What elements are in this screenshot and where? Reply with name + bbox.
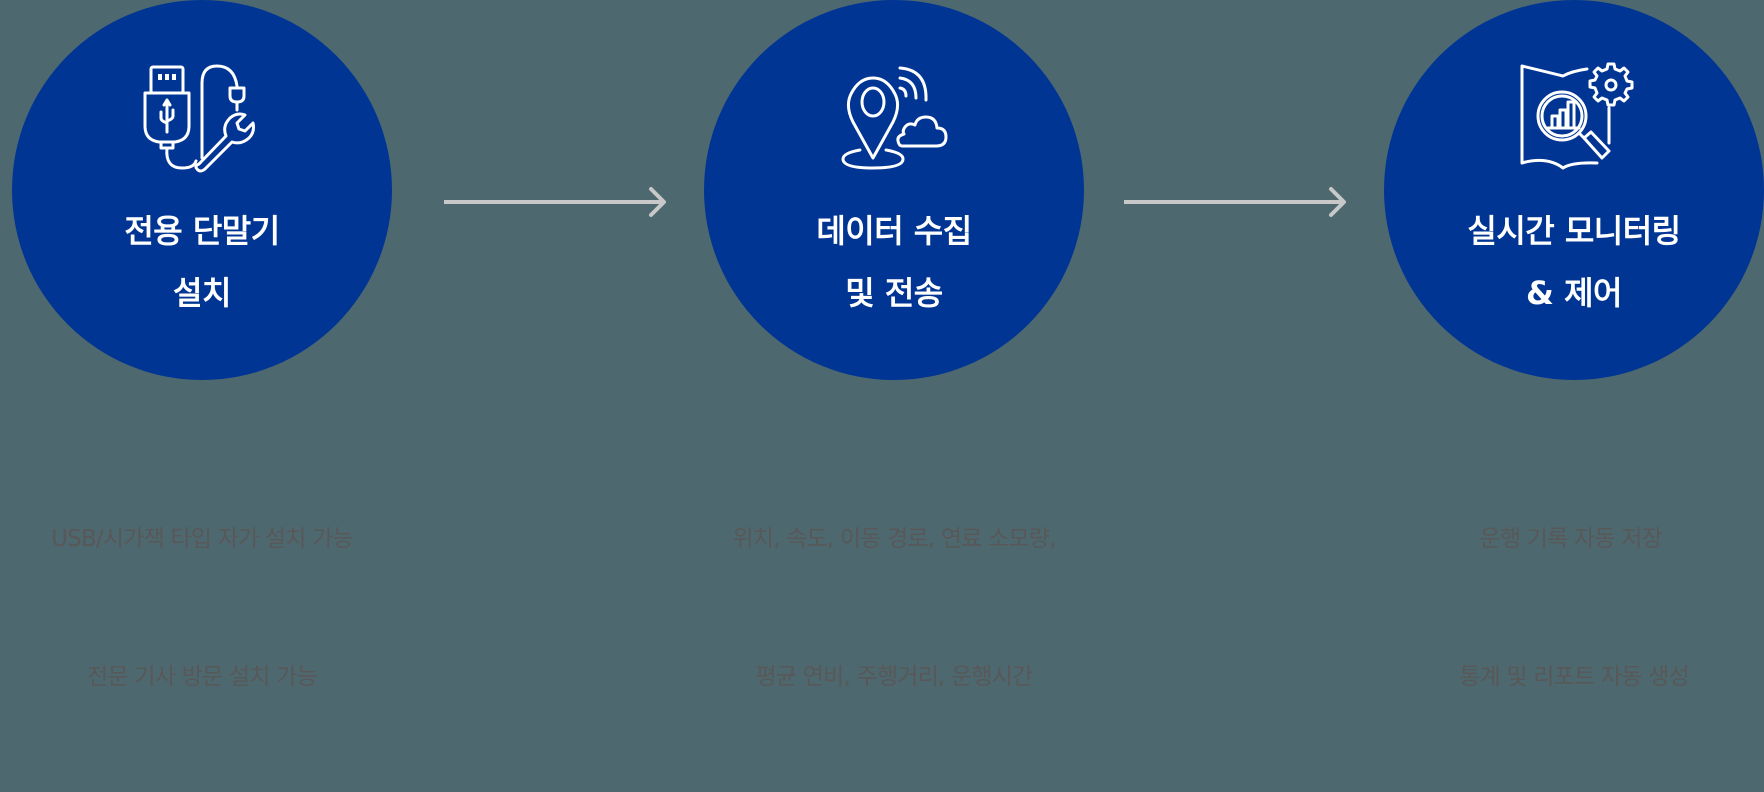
step-title: 전용 단말기 설치: [12, 200, 392, 324]
step-description-line: USB/시가잭 타입 자가 설치 가능: [51, 526, 354, 552]
step-title-line: 전용 단말기: [124, 212, 280, 250]
step-title-line: 데이터 수집: [816, 212, 972, 250]
step-circle: 전용 단말기 설치: [12, 0, 392, 380]
step-title-line: 실시간 모니터링: [1467, 212, 1681, 250]
location-signal-cloud-icon: [838, 58, 958, 178]
step-circle: 데이터 수집 및 전송: [704, 0, 1084, 380]
step-data-collection: 데이터 수집 및 전송 위치, 속도, 이동 경로, 연료 소모량, 평균 연비…: [704, 0, 1084, 690]
step-title-line: & 제어: [1526, 274, 1622, 312]
step-title: 데이터 수집 및 전송: [704, 200, 1084, 324]
step-description: 운행 기록 자동 저장 통계 및 리포트 자동 생성: [1344, 424, 1764, 792]
step-description: USB/시가잭 타입 자가 설치 가능 전문 기사 방문 설치 가능: [0, 424, 432, 792]
step-description-line: 운행 기록 자동 저장: [1479, 526, 1669, 552]
step-description: 위치, 속도, 이동 경로, 연료 소모량, 평균 연비, 주행거리, 운행시간: [664, 424, 1124, 792]
arrow-right-icon: [1124, 187, 1346, 217]
chart-magnifier-gear-icon: [1517, 58, 1637, 178]
step-description-line: 평균 연비, 주행거리, 운행시간: [755, 664, 1034, 690]
usb-wrench-icon: [142, 58, 262, 178]
arrow-right-icon: [444, 187, 666, 217]
step-description-line: 통계 및 리포트 자동 생성: [1459, 664, 1689, 690]
step-realtime-monitoring: 실시간 모니터링 & 제어 운행 기록 자동 저장 통계 및 리포트 자동 생성: [1384, 0, 1764, 690]
step-description-line: 전문 기사 방문 설치 가능: [87, 664, 317, 690]
step-title-line: 설치: [173, 274, 231, 312]
step-device-installation: 전용 단말기 설치 USB/시가잭 타입 자가 설치 가능 전문 기사 방문 설…: [12, 0, 392, 690]
step-description-line: 위치, 속도, 이동 경로, 연료 소모량,: [732, 526, 1056, 552]
step-title: 실시간 모니터링 & 제어: [1384, 200, 1764, 324]
step-title-line: 및 전송: [845, 274, 943, 312]
step-circle: 실시간 모니터링 & 제어: [1384, 0, 1764, 380]
arrow-connector: [443, 186, 667, 218]
arrow-connector: [1123, 186, 1347, 218]
